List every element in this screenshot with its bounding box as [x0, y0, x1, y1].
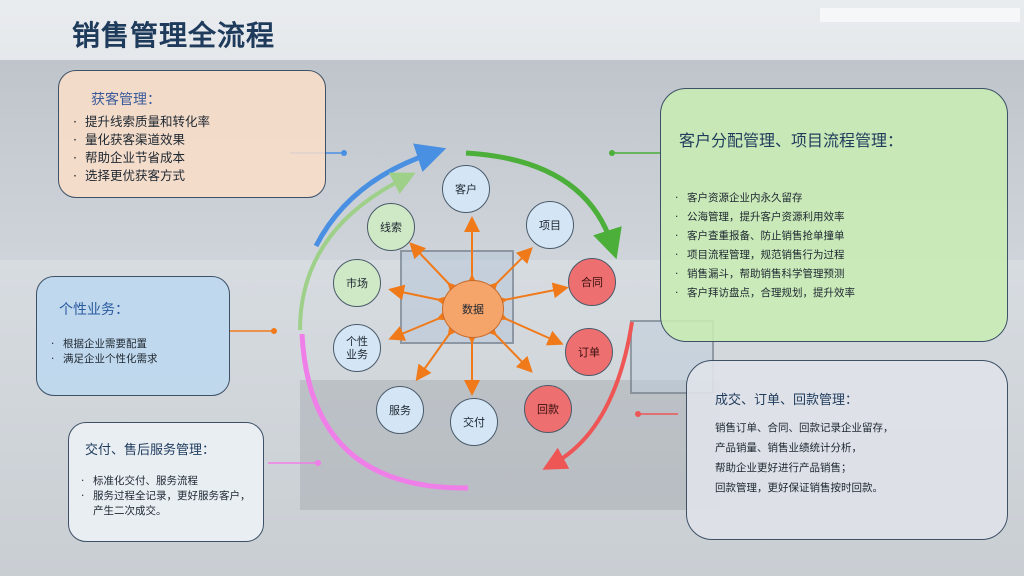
acquisition-list: 提升线索质量和转化率 量化获客渠道效果 帮助企业节省成本 选择更优获客方式: [73, 113, 311, 185]
arc-blue-leads: [313, 143, 447, 248]
list-item: 项目流程管理，规范销售行为过程: [675, 246, 997, 265]
deal-order-payment-panel: 成交、订单、回款管理： 销售订单、合同、回款记录企业留存， 产品销量、销售业绩统…: [686, 360, 1008, 540]
arc-green-customer-to-contract: [465, 150, 622, 260]
node-order-label: 订单: [578, 345, 600, 359]
list-item: 帮助企业节省成本: [73, 149, 311, 167]
node-personal-business[interactable]: 个性 业务: [333, 324, 381, 372]
node-delivery[interactable]: 交付: [450, 398, 498, 446]
arc-pink-service: [299, 333, 469, 491]
arc-red-order-to-payment: [542, 321, 634, 470]
acquisition-heading: 获客管理：: [91, 92, 161, 108]
list-item: 销售订单、合同、回款记录企业留存，: [715, 422, 894, 434]
deal-heading: 成交、订单、回款管理：: [715, 393, 859, 408]
list-item: 客户拜访盘点，合理规划，提升效率: [675, 284, 997, 303]
node-contract-label: 合同: [581, 275, 603, 289]
list-item: 回款管理，更好保证销售按时回款。: [715, 482, 883, 494]
list-item: 销售漏斗，帮助销售科学管理预测: [675, 265, 997, 284]
node-service-label: 服务: [389, 403, 411, 417]
node-project[interactable]: 项目: [526, 201, 574, 249]
node-customer-label: 客户: [455, 182, 477, 196]
delivery-heading: 交付、售后服务管理：: [85, 443, 216, 458]
arc-lightgreen-market: [298, 172, 416, 331]
list-item: 帮助企业更好进行产品销售；: [715, 462, 852, 474]
node-market[interactable]: 市场: [333, 259, 381, 307]
delivery-service-panel: 交付、售后服务管理： 标准化交付、服务流程 服务过程全记录，更好服务客户， 产生…: [68, 422, 264, 542]
node-customer[interactable]: 客户: [442, 165, 490, 213]
acquisition-panel: 获客管理： 提升线索质量和转化率 量化获客渠道效果 帮助企业节省成本 选择更优获…: [58, 70, 326, 198]
list-item: 量化获客渠道效果: [73, 131, 311, 149]
node-personal-label-1: 个性: [346, 335, 368, 348]
list-item: 公海管理，提升客户资源利用效率: [675, 208, 997, 227]
custom-list: 根据企业需要配置 满足企业个性化需求: [51, 337, 215, 367]
node-data-label: 数据: [462, 302, 484, 316]
node-personal-label-2: 业务: [346, 348, 368, 361]
page-title: 销售管理全流程: [72, 19, 276, 52]
node-project-label: 项目: [539, 218, 561, 232]
deal-list: 销售订单、合同、回款记录企业留存， 产品销量、销售业绩统计分析， 帮助企业更好进…: [703, 418, 991, 498]
list-item: 满足企业个性化需求: [51, 352, 215, 367]
list-item: 产品销量、销售业绩统计分析，: [715, 442, 862, 454]
node-payment-label: 回款: [537, 402, 559, 416]
node-payment[interactable]: 回款: [524, 385, 572, 433]
list-item: 产生二次成交。: [93, 505, 167, 517]
allocation-list: 客户资源企业内永久留存 公海管理，提升客户资源利用效率 客户查重报备、防止销售抢…: [671, 189, 997, 303]
node-data[interactable]: 数据: [442, 280, 504, 338]
node-contract[interactable]: 合同: [568, 258, 616, 306]
list-item: 客户查重报备、防止销售抢单撞单: [675, 227, 997, 246]
background-desk: [300, 380, 720, 510]
node-market-label: 市场: [346, 276, 368, 290]
node-service[interactable]: 服务: [376, 386, 424, 434]
background-top-light: [820, 8, 1020, 22]
node-leads[interactable]: 线索: [367, 203, 415, 251]
node-leads-label: 线索: [380, 220, 402, 234]
custom-business-panel: 个性业务： 根据企业需要配置 满足企业个性化需求: [36, 276, 230, 396]
list-item: 客户资源企业内永久留存: [675, 189, 997, 208]
allocation-heading: 客户分配管理、项目流程管理：: [679, 131, 904, 150]
delivery-list: 标准化交付、服务流程 服务过程全记录，更好服务客户， 产生二次成交。: [81, 474, 251, 519]
list-item: 提升线索质量和转化率: [73, 113, 311, 131]
node-order[interactable]: 订单: [565, 328, 613, 376]
list-item: 服务过程全记录，更好服务客户，: [81, 489, 251, 504]
allocation-panel: 客户分配管理、项目流程管理： 客户资源企业内永久留存 公海管理，提升客户资源利用…: [660, 88, 1008, 342]
radial-arrows: [388, 216, 569, 396]
list-item: 标准化交付、服务流程: [81, 474, 251, 489]
list-item: 选择更优获客方式: [73, 167, 311, 185]
custom-heading: 个性业务：: [59, 302, 129, 318]
list-item: 根据企业需要配置: [51, 337, 215, 352]
node-delivery-label: 交付: [463, 415, 485, 429]
